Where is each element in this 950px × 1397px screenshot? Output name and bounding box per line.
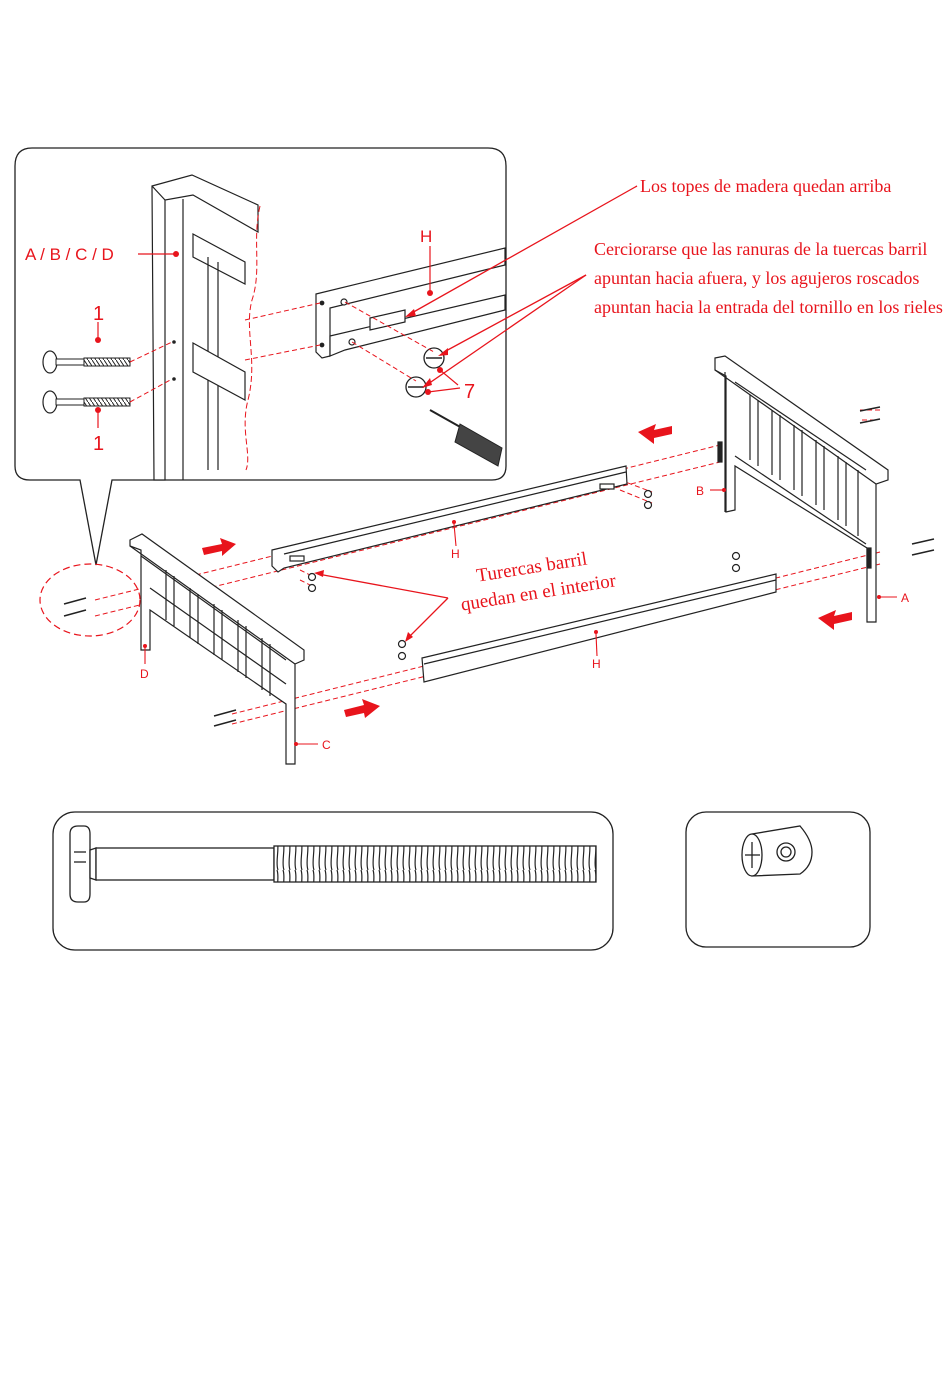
footboard — [40, 534, 304, 764]
barrel-nut-detail-box — [686, 812, 870, 947]
note-slots-line3: apuntan hacia la entrada del tornillo en… — [594, 297, 943, 317]
label-part-c: C — [322, 738, 331, 752]
label-rail-front: H — [592, 657, 601, 671]
label-barrel-nut-number: 7 — [464, 381, 475, 403]
label-bolt-bottom: 1 — [93, 433, 104, 455]
label-part-abcd: A / B / C / D — [25, 245, 114, 264]
note-slots-line1: Cerciorarse que las ranuras de la tuerca… — [594, 239, 927, 259]
note-wood-stops: Los topes de madera quedan arriba — [640, 176, 891, 196]
label-rail-top: H — [451, 547, 460, 561]
bolt-detail-box — [53, 812, 613, 950]
barrel-nut-icon — [742, 826, 812, 876]
label-part-a: A — [901, 591, 909, 605]
label-bolt-top: 1 — [93, 303, 104, 325]
note-slots-line2: apuntan hacia afuera, y los agujeros ros… — [594, 268, 919, 288]
inset-callout: A / B / C / D H 1 1 7 — [15, 148, 506, 565]
label-part-h-inset: H — [420, 227, 432, 246]
label-part-d: D — [140, 667, 149, 681]
label-part-b: B — [696, 484, 704, 498]
